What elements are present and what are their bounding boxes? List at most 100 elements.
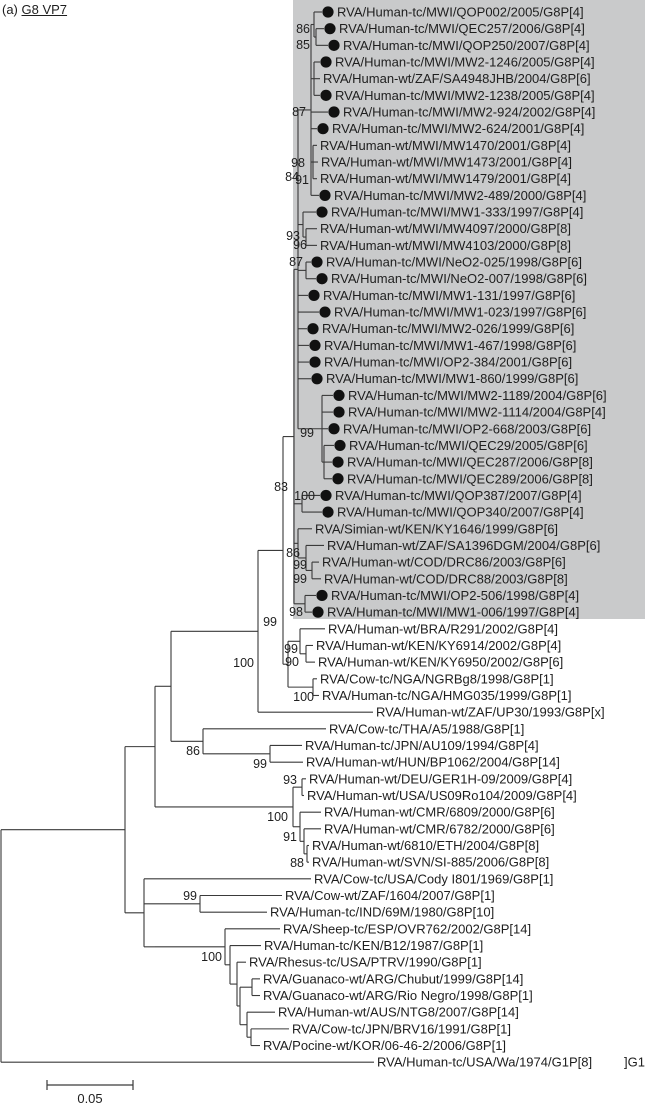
leaf-label: RVA/Human-tc/MWI/QEC29/2005/G8P[6] xyxy=(349,438,588,453)
leaf-label: RVA/Human-wt/CMR/6782/2000/G8P[6] xyxy=(324,821,555,836)
bootstrap-value: 88 xyxy=(290,856,304,870)
leaf-label: RVA/Human-wt/ZAF/UP30/1993/G8P[x] xyxy=(376,705,605,720)
leaf-label: RVA/Guanaco-wt/ARG/Chubut/1999/G8P[14] xyxy=(263,971,523,986)
leaf-label: RVA/Human-tc/IND/69M/1980/G8P[10] xyxy=(270,905,494,920)
leaf-label: RVA/Human-wt/COD/DRC86/2003/G8P[6] xyxy=(322,555,566,570)
leaf-label: RVA/Human-tc/MWI/MW1-131/1997/G8P[6] xyxy=(323,288,575,303)
leaf-label: RVA/Human-tc/MWI/MW1-860/1999/G8P[6] xyxy=(326,371,578,386)
bootstrap-value: 98 xyxy=(291,156,305,170)
leaf-label: RVA/Simian-wt/KEN/KY1646/1999/G8P[6] xyxy=(315,521,558,536)
bootstrap-value: 86 xyxy=(286,546,300,560)
leaf-label: RVA/Human-tc/MWI/QOP250/2007/G8P[4] xyxy=(343,38,590,53)
leaf-label: RVA/Human-wt/BRA/R291/2002/G8P[4] xyxy=(328,621,558,636)
leaf-label: RVA/Human-tc/MWI/MW2-1238/2005/G8P[4] xyxy=(335,88,595,103)
leaf-label: RVA/Human-tc/MWI/MW2-1189/2004/G8P[6] xyxy=(348,388,607,403)
bootstrap-value: 100 xyxy=(293,690,314,704)
leaf-label: RVA/Human-wt/KEN/KY6950/2002/G8P[6] xyxy=(318,655,563,670)
outgroup-genotype-marker: ]G1 xyxy=(624,1055,645,1070)
leaf-label: RVA/Guanaco-wt/ARG/Rio Negro/1998/G8P[1] xyxy=(263,988,533,1003)
bootstrap-value: 100 xyxy=(294,489,315,503)
leaf-label: RVA/Human-wt/MWI/MW4103/2000/G8P[8] xyxy=(320,238,571,253)
bootstrap-value: 100 xyxy=(201,950,222,964)
leaf-label: RVA/Human-wt/MWI/MW1470/2001/G8P[4] xyxy=(320,138,571,153)
leaf-label: RVA/Human-wt/COD/DRC88/2003/G8P[8] xyxy=(324,571,568,586)
malawi-strain-dot-icon xyxy=(307,323,319,335)
malawi-strain-dot-icon xyxy=(333,389,345,402)
bootstrap-value: 96 xyxy=(293,238,307,252)
leaf-label: RVA/Human-tc/MWI/OP2-668/2003/G8P[6] xyxy=(343,421,591,436)
bootstrap-value: 99 xyxy=(253,757,267,771)
leaf-label: RVA/Pocine-wt/KOR/06-46-2/2006/G8P[1] xyxy=(263,1038,506,1053)
malawi-strain-dot-icon xyxy=(311,256,323,268)
malawi-strain-dot-icon xyxy=(322,6,334,18)
leaf-label: RVA/Human-tc/MWI/QEC289/2006/G8P[8] xyxy=(347,471,593,486)
malawi-strain-dot-icon xyxy=(328,106,340,118)
malawi-strain-dot-icon xyxy=(319,189,331,201)
malawi-strain-dot-icon xyxy=(312,606,324,618)
bootstrap-value: 85 xyxy=(296,38,310,52)
leaf-label: RVA/Cow-tc/JPN/BRV16/1991/G8P[1] xyxy=(292,1021,511,1036)
bootstrap-value: 99 xyxy=(263,615,277,629)
scale-bar-label: 0.05 xyxy=(77,1091,102,1106)
leaf-label: RVA/Human-tc/NGA/HMG035/1999/G8P[1] xyxy=(322,688,572,703)
leaf-label: RVA/Human-tc/JPN/AU109/1994/G8P[4] xyxy=(305,738,539,753)
bootstrap-value: 83 xyxy=(274,480,288,494)
leaf-label: RVA/Human-tc/MWI/MW2-489/2000/G8P[4] xyxy=(334,188,586,203)
malawi-strain-dot-icon xyxy=(309,356,321,368)
malawi-strain-dot-icon xyxy=(320,89,332,101)
leaf-label: RVA/Human-tc/MWI/QEC257/2006/G8P[4] xyxy=(339,21,585,36)
bootstrap-value: 100 xyxy=(233,656,254,670)
leaf-label: RVA/Human-wt/MWI/MW1479/2001/G8P[4] xyxy=(320,171,571,186)
leaf-label: RVA/Human-tc/USA/Wa/1974/G1P[8] xyxy=(377,1055,592,1070)
leaf-label: RVA/Human-wt/DEU/GER1H-09/2009/G8P[4] xyxy=(309,771,572,786)
leaf-label: RVA/Human-wt/HUN/BP1062/2004/G8P[14] xyxy=(306,755,560,770)
bootstrap-value: 99 xyxy=(300,426,314,440)
leaf-label: RVA/Human-wt/MWI/MW4097/2000/G8P[8] xyxy=(320,221,571,236)
leaf-label: RVA/Sheep-tc/ESP/OVR762/2002/G8P[14] xyxy=(283,921,531,936)
malawi-strain-dot-icon xyxy=(316,273,328,285)
leaf-label: RVA/Human-tc/KEN/B12/1987/G8P[1] xyxy=(264,938,483,953)
leaf-label: RVA/Human-tc/MWI/NeO2-007/1998/G8P[6] xyxy=(331,271,587,286)
malawi-strain-dot-icon xyxy=(328,423,340,435)
leaf-label: RVA/Cow-tc/USA/Cody I801/1969/G8P[1] xyxy=(314,871,553,886)
figure-title: (a) G8 VP7 xyxy=(2,2,67,17)
leaf-label: RVA/Human-tc/MWI/OP2-384/2001/G8P[6] xyxy=(324,355,572,370)
leaf-label: RVA/Human-tc/MWI/MW2-1114/2004/G8P[4] xyxy=(348,405,606,420)
bootstrap-value: 91 xyxy=(295,173,309,187)
leaf-label: RVA/Human-tc/MWI/MW1-467/1998/G8P[6] xyxy=(324,338,576,353)
bootstrap-value: 86 xyxy=(296,22,310,36)
malawi-strain-dot-icon xyxy=(322,506,334,518)
leaf-label: RVA/Human-tc/MWI/MW2-924/2002/G8P[4] xyxy=(343,105,595,120)
leaf-label: RVA/Human-wt/6810/ETH/2004/G8P[8] xyxy=(312,838,539,853)
leaf-label: RVA/Human-wt/SVN/SI-885/2006/G8P[8] xyxy=(312,855,549,870)
leaf-label: RVA/Human-tc/MWI/MW2-1246/2005/G8P[4] xyxy=(335,55,595,70)
leaf-label: RVA/Cow-tc/NGA/NGRBg8/1998/G8P[1] xyxy=(320,671,554,686)
highlight-box xyxy=(293,0,645,619)
leaf-label: RVA/Human-wt/ZAF/SA1396DGM/2004/G8P[6] xyxy=(327,538,600,553)
malawi-strain-dot-icon xyxy=(319,306,331,318)
bootstrap-value: 99 xyxy=(293,572,307,586)
bootstrap-value: 99 xyxy=(293,558,307,572)
bootstrap-value: 93 xyxy=(283,773,297,787)
leaf-label: RVA/Rhesus-tc/USA/PTRV/1990/G8P[1] xyxy=(249,955,482,970)
bootstrap-value: 91 xyxy=(283,830,297,844)
malawi-strain-dot-icon xyxy=(309,339,321,351)
leaf-label: RVA/Cow-wt/ZAF/1604/2007/G8P[1] xyxy=(285,888,495,903)
malawi-strain-dot-icon xyxy=(320,489,332,502)
malawi-strain-dot-icon xyxy=(332,473,344,485)
malawi-strain-dot-icon xyxy=(320,56,332,68)
malawi-strain-dot-icon xyxy=(311,373,323,385)
leaf-label: RVA/Human-wt/USA/US09Ro104/2009/G8P[4] xyxy=(307,788,577,803)
leaf-label: RVA/Human-wt/AUS/NTG8/2007/G8P[14] xyxy=(278,1005,519,1020)
malawi-strain-dot-icon xyxy=(317,123,329,135)
leaf-label: RVA/Human-tc/MWI/QOP387/2007/G8P[4] xyxy=(335,488,582,503)
malawi-strain-dot-icon xyxy=(328,39,340,51)
malawi-strain-dot-icon xyxy=(324,23,336,35)
panel-label: (a) xyxy=(2,2,18,17)
leaf-label: RVA/Human-tc/MWI/QOP340/2007/G8P[4] xyxy=(337,505,584,520)
malawi-strain-dot-icon xyxy=(333,406,345,418)
leaf-label: RVA/Human-tc/MWI/QEC287/2006/G8P[8] xyxy=(347,455,593,470)
leaf-label: RVA/Human-tc/MWI/MW2-026/1999/G8P[6] xyxy=(322,321,574,336)
